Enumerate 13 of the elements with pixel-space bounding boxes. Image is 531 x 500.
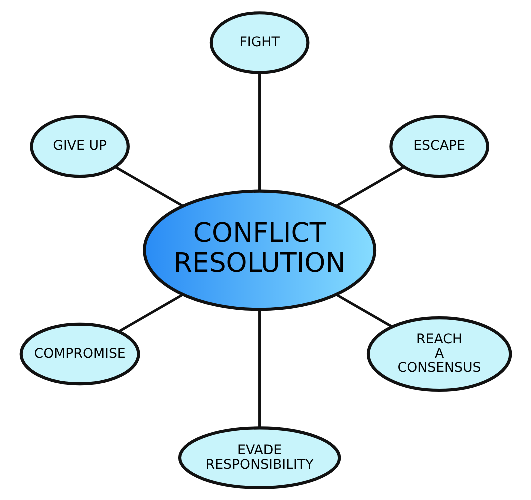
node-ellipse: GIVE UP xyxy=(30,114,130,178)
connector xyxy=(258,309,261,428)
node-ellipse: REACH A CONSENSUS xyxy=(366,316,512,392)
connector xyxy=(335,293,392,328)
connector xyxy=(118,293,184,332)
node-ellipse: ESCAPE xyxy=(389,114,489,178)
connector xyxy=(258,72,261,191)
node-ellipse: FIGHT xyxy=(209,11,310,74)
connector xyxy=(335,166,404,207)
node-ellipse: COMPROMISE xyxy=(19,322,140,386)
connector xyxy=(114,166,184,207)
node-ellipse: CONFLICT RESOLUTION xyxy=(142,189,376,311)
node-ellipse: EVADE RESPONSIBILITY xyxy=(178,426,341,489)
